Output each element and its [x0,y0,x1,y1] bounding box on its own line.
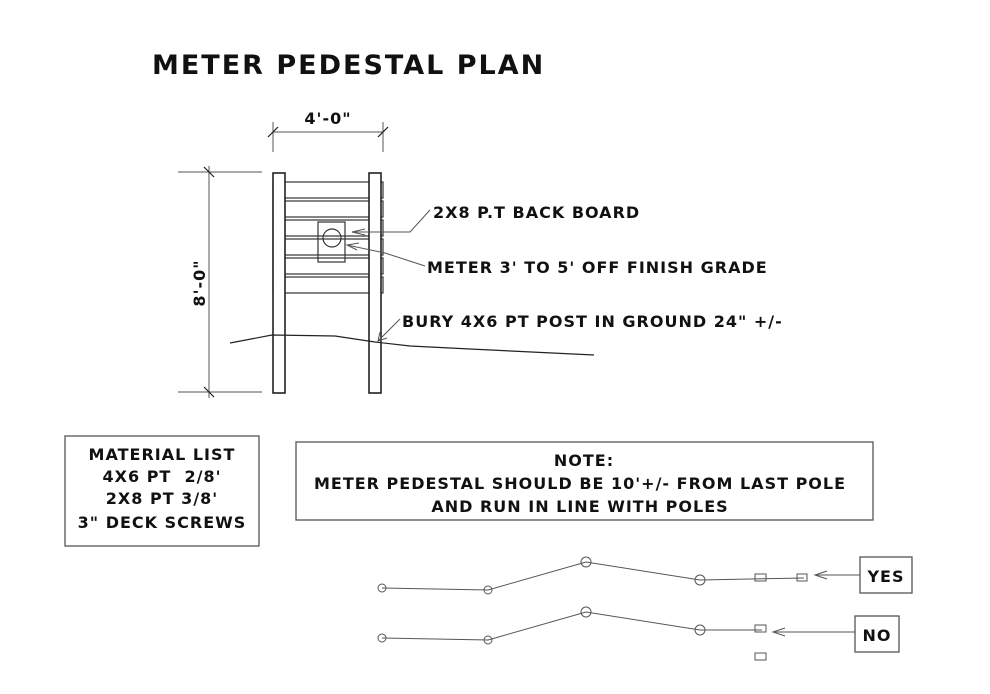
meter-pedestal-icon [754,573,767,582]
yes-pole-line: YES [377,556,913,595]
no-box [854,615,900,653]
material-list-heading: MATERIAL LIST [89,445,236,464]
note-box: NOTE: METER PEDESTAL SHOULD BE 10'+/- FR… [295,441,874,521]
back-boards [272,181,384,294]
meter-pedestal-icon [754,652,767,661]
pole-icon [694,574,706,586]
no-pole-line: NO [377,606,900,661]
note-line: METER PEDESTAL SHOULD BE 10'+/- FROM LAS… [314,474,846,493]
note-heading: NOTE: [554,451,614,470]
pole-icon [580,556,592,568]
material-item: 4X6 PT 2/8' [103,467,222,486]
height-dimension: 8'-0" [178,166,262,398]
material-list-box: MATERIAL LIST 4X6 PT 2/8' 2X8 PT 3/8' 3"… [64,435,260,547]
pole-icon [483,635,493,645]
post-callout: BURY 4X6 PT POST IN GROUND 24" +/- [377,312,783,342]
yes-box [859,556,913,594]
pole-icon [483,585,493,595]
meter-label: METER 3' TO 5' OFF FINISH GRADE [427,258,768,277]
material-item: 3" DECK SCREWS [78,513,247,532]
meter-icon [317,221,346,263]
material-item: 2X8 PT 3/8' [106,489,218,508]
width-dimension: 4'-0" [267,109,389,152]
meter-pedestal-icon [754,624,767,633]
pole-icon [694,624,706,636]
back-board-callout: 2X8 P.T BACK BOARD [351,203,640,236]
right-post [368,172,382,394]
pole-icon [377,583,387,593]
meter-pedestal-icon [796,573,808,582]
back-board-label: 2X8 P.T BACK BOARD [433,203,640,222]
width-dimension-label: 4'-0" [304,109,351,128]
pole-icon [580,606,592,618]
yes-label: YES [866,567,904,586]
post-label: BURY 4X6 PT POST IN GROUND 24" +/- [402,312,783,331]
meter-callout: METER 3' TO 5' OFF FINISH GRADE [345,242,768,277]
no-label: NO [863,626,892,645]
note-line: AND RUN IN LINE WITH POLES [431,497,728,516]
finish-grade-line [229,334,595,356]
drawing-title: METER PEDESTAL PLAN [152,50,545,81]
pole-icon [377,633,387,643]
height-dimension-label: 8'-0" [190,259,209,306]
left-post [272,172,286,394]
